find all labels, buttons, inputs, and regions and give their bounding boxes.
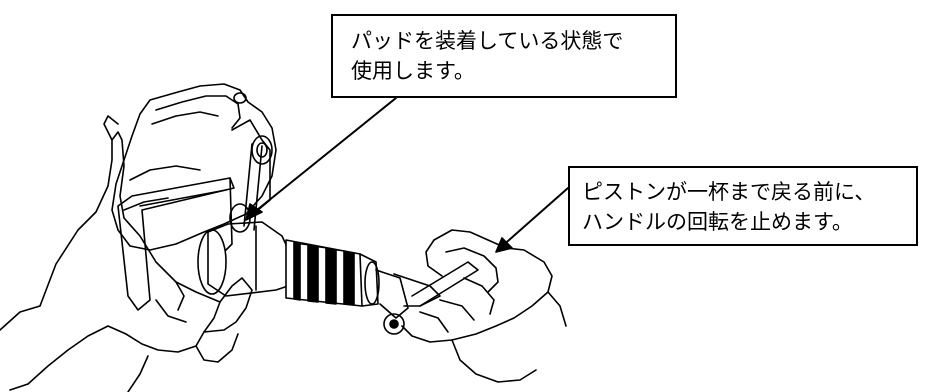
callout-pad-installed-line-2: 使用します。 [351, 59, 475, 83]
callout-stop-rotation-line-2: ハンドルの回転を止めます。 [582, 210, 853, 234]
arrowhead-pad [245, 203, 263, 221]
callout-stop-rotation: ピストンが一杯まで戻る前に、 ハンドルの回転を止めます。 [568, 166, 918, 246]
right-hand-icon [401, 229, 567, 383]
handle-icon [375, 261, 479, 335]
knurled-grip-icon [285, 239, 380, 307]
callout-stop-rotation-line-1: ピストンが一杯まで戻る前に、 [582, 180, 876, 204]
callout-leader-lines [245, 97, 569, 253]
piston-tool-icon [197, 221, 295, 297]
left-hand-icon [0, 115, 253, 392]
leader-line-handle [499, 187, 569, 249]
callout-pad-installed: パッドを装着している状態で 使用します。 [331, 14, 677, 98]
callout-pad-installed-line-1: パッドを装着している状態で [351, 29, 624, 53]
arrowhead-handle [495, 237, 513, 253]
brake-caliper-icon [111, 83, 277, 311]
leader-line-pad [251, 97, 397, 215]
